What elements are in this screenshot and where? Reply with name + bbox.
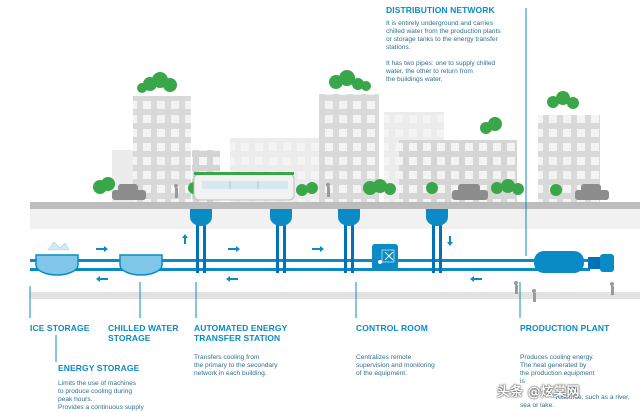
production-plant-line-3: the production equipment [520,370,595,377]
ground-lower [30,292,640,299]
energy-storage-line-3: peak hours. [58,396,93,403]
distribution-line-1: It is entirely underground and carries [386,20,494,27]
transfer-station-line-3: network in each building. [194,370,267,377]
distribution-line-2: chilled water from the production plants [386,28,501,35]
production-plant-line-5: resource, such as a river, [556,394,630,401]
transfer-station-line-1: Transfers cooling from [194,354,260,361]
distribution-line-5: It has two pipes: one to supply chilled [386,60,496,67]
ice-storage-tank [35,241,79,276]
energy-storage-title: ENERGY STORAGE [58,363,140,373]
control-room-line-2: supervision and monitoring [356,362,435,369]
transfer-station-line-2: the primary to the secondary [194,362,278,369]
main-pipes [30,259,590,271]
road [30,202,640,210]
production-plant-line-6: sea or lake. [520,402,555,409]
distribution-line-7: the buildings water. [386,76,443,83]
rooftop-trees [137,70,579,134]
people [174,183,614,302]
transfer-station-title-1: AUTOMATED ENERGY [194,323,288,333]
building-left [133,96,191,202]
cars [112,184,609,200]
ice-storage-title: ICE STORAGE [30,323,90,333]
distribution-line-4: stations. [386,44,411,51]
production-plant-line-2: The heat generated by [520,362,587,369]
flow-arrows [96,234,482,282]
production-plant-line-4: is [520,378,525,385]
distribution-network-title: DISTRIBUTION NETWORK [386,5,495,15]
energy-storage-line-4: Provides a continuous supply [58,404,144,411]
label-pointers [29,282,521,362]
chilled-water-storage-tank [119,254,163,276]
transfer-station-title-2: TRANSFER STATION [194,333,281,343]
production-plant-title: PRODUCTION PLANT [520,323,610,333]
distribution-line-3: or storage tanks to the energy transfer [386,36,498,43]
control-room-title: CONTROL ROOM [356,323,428,333]
watermark: 头条 @炫棠网 [497,385,580,400]
transfer-valves [190,209,448,226]
control-room-box [372,244,398,270]
control-room-line-3: of the equipment. [356,370,407,377]
energy-storage-line-1: Limits the use of machines [58,380,137,387]
production-plant-unit [534,251,614,273]
distribution-line-6: water, the other to return from [386,68,473,75]
chilled-water-storage-title-1: CHILLED WATER [108,323,179,333]
production-plant-line-1: Produces cooling energy. [520,354,594,361]
control-room-line-1: Centralizes remote [356,354,412,361]
tram [193,172,295,201]
vertical-pipes [196,215,442,273]
energy-storage-line-2: to produce cooling during [58,388,133,395]
chilled-water-storage-title-2: STORAGE [108,333,151,343]
